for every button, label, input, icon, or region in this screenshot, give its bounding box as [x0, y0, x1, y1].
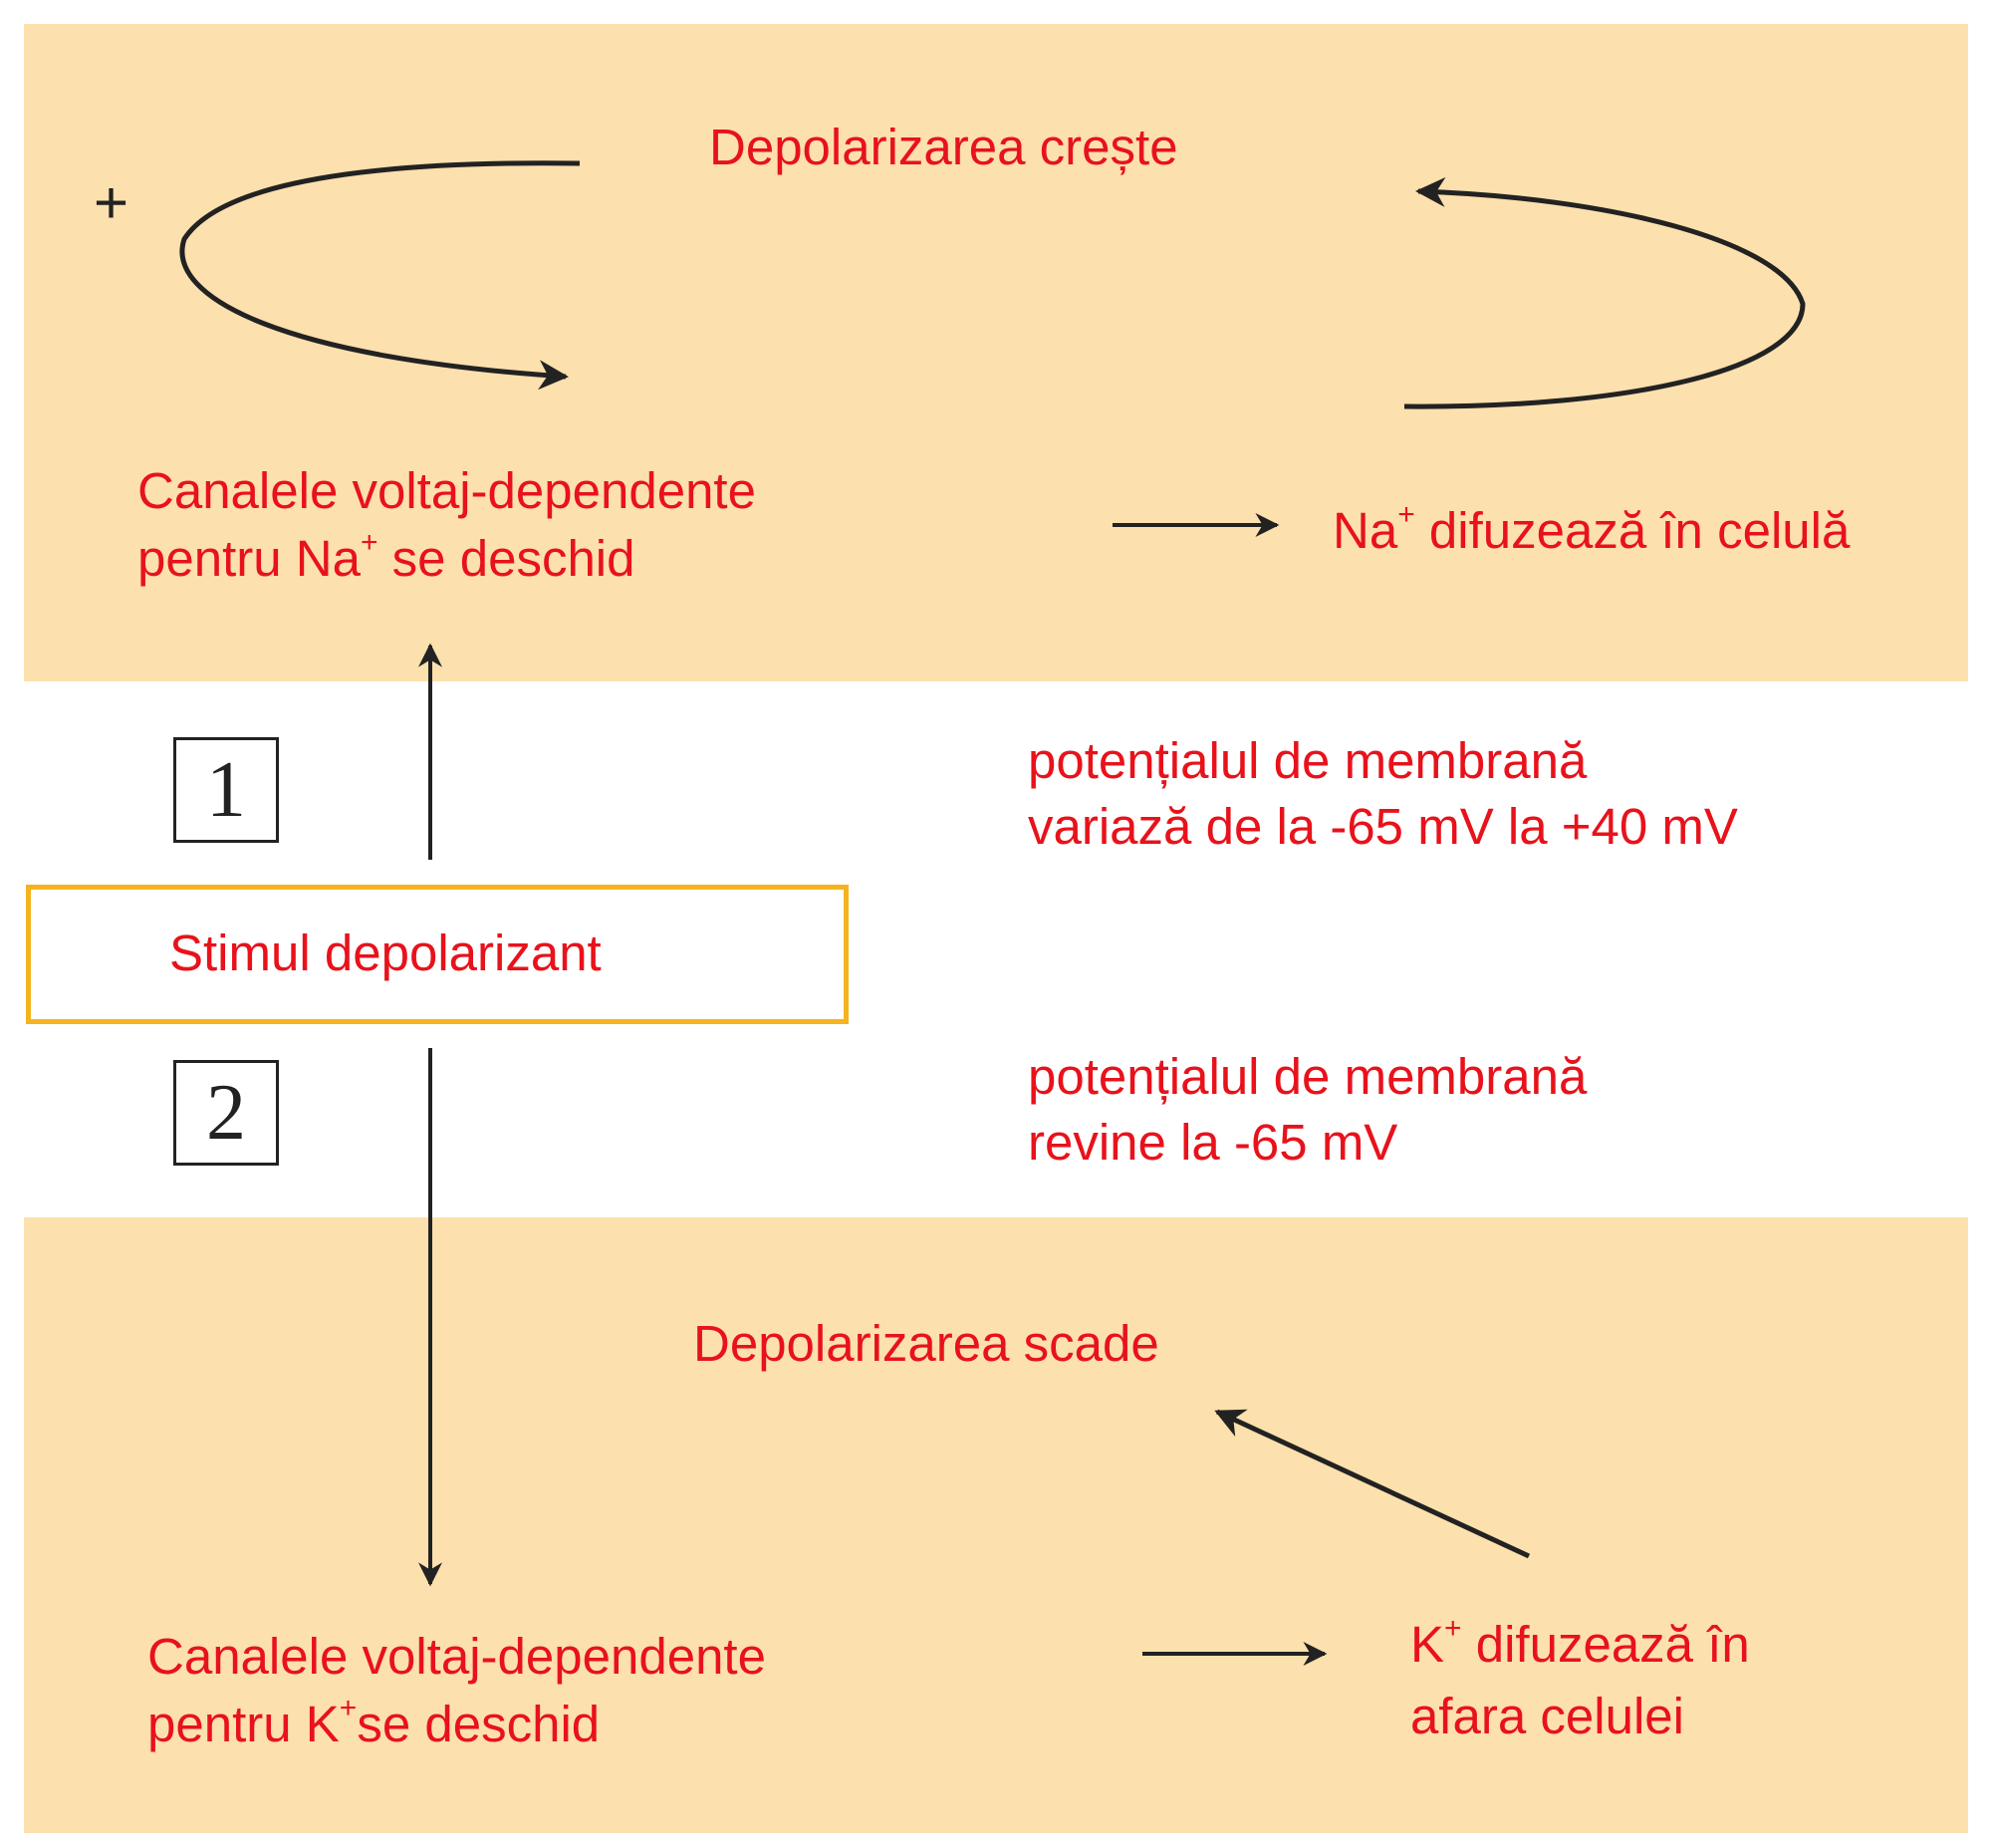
- superscript-plus: +: [1444, 1612, 1462, 1645]
- superscript-plus: +: [1397, 498, 1415, 531]
- label-k-diffuses-line1: K+ difuzează în: [1410, 1612, 1750, 1674]
- label-na-channels-line2: pentru Na+ se deschid: [137, 526, 635, 588]
- label-na-channels-line1: Canalele voltaj-dependente: [137, 462, 756, 519]
- bottom-panel-repolarization: [24, 1217, 1968, 1833]
- step-number-2: 2: [173, 1060, 279, 1166]
- label-potential-2-line2: revine la -65 mV: [1028, 1114, 1398, 1171]
- step-number-1: 1: [173, 737, 279, 843]
- label-k-diffuses-line2: afara celulei: [1410, 1688, 1684, 1744]
- superscript-plus: +: [360, 526, 378, 559]
- positive-feedback-sign: +: [94, 169, 129, 236]
- label-k-channels-line2: pentru K+se deschid: [147, 1692, 601, 1753]
- label-potential-1-line1: potențialul de membrană: [1028, 732, 1588, 789]
- feedback-arrow-right: [1403, 176, 1806, 409]
- feedback-arrow-left: [179, 160, 581, 391]
- label-depolarization-decreases: Depolarizarea scade: [693, 1315, 1159, 1372]
- label-na-diffuses: Na+ difuzează în celulă: [1333, 498, 1851, 560]
- top-panel-depolarization: [24, 24, 1968, 681]
- label-stimulus: Stimul depolarizant: [169, 924, 602, 981]
- label-potential-1-line2: variază de la -65 mV la +40 mV: [1028, 798, 1738, 855]
- stimulus-box: [26, 885, 849, 1024]
- label-depolarization-increases: Depolarizarea crește: [709, 119, 1178, 175]
- label-potential-2-line1: potențialul de membrană: [1028, 1048, 1588, 1105]
- label-k-channels-line1: Canalele voltaj-dependente: [147, 1628, 766, 1685]
- arrow-k-diffusion-to-decrease: [1214, 1409, 1531, 1559]
- superscript-plus: +: [339, 1692, 358, 1724]
